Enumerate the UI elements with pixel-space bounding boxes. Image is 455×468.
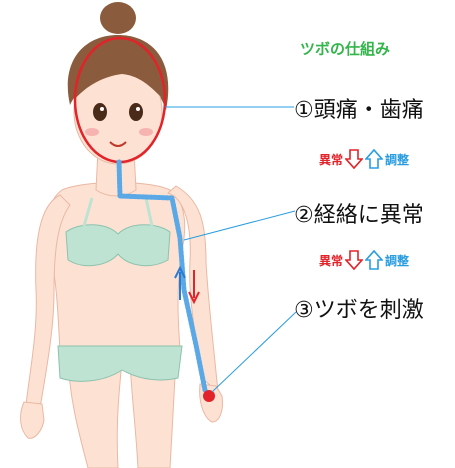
bra (65, 224, 171, 267)
bra-strap (82, 197, 154, 227)
adjust-label: 調整 (385, 152, 410, 167)
acupoint-dot (203, 390, 215, 402)
mouth (109, 141, 127, 147)
arrow-down-icon (345, 250, 364, 271)
right-cheek (139, 128, 153, 136)
indicator-1: 異常 調整 (319, 148, 409, 170)
right-eye (129, 103, 143, 121)
abnormal-label: 異常 (319, 253, 344, 268)
arrow-up-icon (365, 249, 384, 270)
abnormal-label: 異常 (319, 152, 344, 167)
indicator-2: 異常 調整 (319, 249, 409, 271)
arrow-down-icon (345, 149, 364, 170)
legs (67, 357, 177, 468)
hair-bun (100, 2, 136, 34)
left-cheek (85, 128, 99, 136)
shorts (57, 345, 183, 382)
diagram-title: ツボの仕組み (300, 40, 391, 58)
left-hand (20, 401, 45, 439)
leader-lines (165, 106, 297, 393)
bangs (74, 56, 164, 100)
arrow-up-icon (365, 148, 384, 169)
step-2-label: ②経絡に異常 (294, 203, 424, 228)
meridian-line (116, 159, 208, 393)
adjust-label: 調整 (385, 253, 410, 268)
step-3-label: ③ツボを刺激 (294, 298, 424, 323)
step-1-label: ①頭痛・歯痛 (294, 98, 424, 123)
left-eye (93, 103, 107, 121)
flow-arrows (174, 265, 200, 305)
